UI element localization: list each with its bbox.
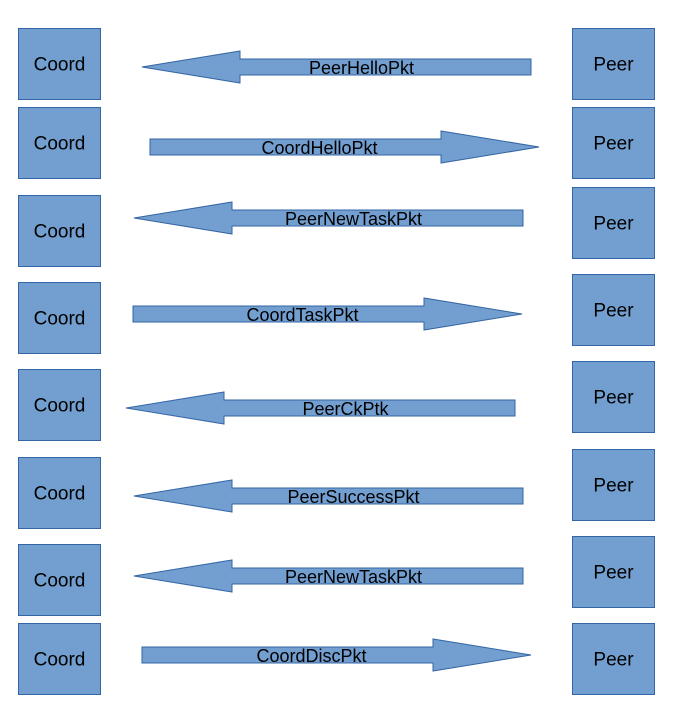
coord-node-5-box [18, 369, 101, 441]
message-label: CoordHelloPkt [261, 138, 377, 158]
message-arrow-6: PeerSuccessPkt [133, 479, 524, 513]
coord-node-1-box [18, 28, 101, 100]
coord-node-7-label: Coord [34, 571, 86, 592]
message-label: PeerSuccessPkt [287, 487, 419, 507]
message-arrow-2: CoordHelloPkt [149, 130, 540, 164]
peer-node-7-label: Peer [593, 563, 634, 584]
message-label: CoordDiscPkt [256, 646, 366, 666]
coord-node-6: Coord [18, 457, 101, 529]
message-arrow-5: PeerCkPtk [125, 391, 516, 425]
coord-node-4: Coord [18, 282, 101, 354]
coord-node-7: Coord [18, 544, 101, 616]
peer-node-3-box [572, 187, 655, 259]
message-arrow-8: CoordDiscPkt [141, 638, 532, 672]
coord-node-3-label: Coord [34, 222, 86, 243]
coord-node-5: Coord [18, 369, 101, 441]
peer-node-4-label: Peer [593, 301, 634, 322]
peer-node-7-box [572, 536, 655, 608]
coord-node-2-label: Coord [34, 134, 86, 155]
message-arrow-1: PeerHelloPkt [141, 50, 532, 84]
coord-node-6-box [18, 457, 101, 529]
peer-node-1: Peer [572, 28, 655, 100]
arrow-left-icon [125, 391, 516, 425]
coord-node-1: Coord [18, 28, 101, 100]
message-label: PeerNewTaskPkt [285, 209, 422, 229]
coord-node-2-box [18, 107, 101, 179]
coord-node-8: Coord [18, 623, 101, 695]
peer-node-6: Peer [572, 449, 655, 521]
coord-node-8-label: Coord [34, 650, 86, 671]
peer-node-1-label: Peer [593, 55, 634, 76]
coord-node-4-label: Coord [34, 309, 86, 330]
message-arrow-7: PeerNewTaskPkt [133, 559, 524, 593]
coord-node-3-box [18, 195, 101, 267]
message-arrow-3: PeerNewTaskPkt [133, 201, 524, 235]
peer-node-2-label: Peer [593, 134, 634, 155]
peer-node-3-label: Peer [593, 214, 634, 235]
peer-node-7: Peer [572, 536, 655, 608]
peer-node-2: Peer [572, 107, 655, 179]
peer-node-6-box [572, 449, 655, 521]
coord-node-3: Coord [18, 195, 101, 267]
arrow-right-icon [149, 130, 540, 164]
coord-node-4-box [18, 282, 101, 354]
peer-node-5: Peer [572, 361, 655, 433]
peer-node-5-label: Peer [593, 388, 634, 409]
message-label: PeerNewTaskPkt [285, 567, 422, 587]
message-label: PeerCkPtk [302, 399, 389, 419]
peer-node-5-box [572, 361, 655, 433]
arrow-right-icon [141, 638, 532, 672]
coord-node-2: Coord [18, 107, 101, 179]
message-arrow-4: CoordTaskPkt [132, 297, 523, 331]
peer-node-4-box [572, 274, 655, 346]
peer-node-4: Peer [572, 274, 655, 346]
arrow-left-icon [141, 50, 532, 84]
message-label: PeerHelloPkt [309, 58, 414, 78]
peer-node-8-box [572, 623, 655, 695]
peer-node-6-label: Peer [593, 476, 634, 497]
peer-node-1-box [572, 28, 655, 100]
arrow-left-icon [133, 479, 524, 513]
coord-node-6-label: Coord [34, 484, 86, 505]
coord-node-7-box [18, 544, 101, 616]
arrow-left-icon [133, 559, 524, 593]
coord-node-1-label: Coord [34, 55, 86, 76]
peer-node-3: Peer [572, 187, 655, 259]
peer-node-8: Peer [572, 623, 655, 695]
arrow-left-icon [133, 201, 524, 235]
coord-node-5-label: Coord [34, 396, 86, 417]
message-label: CoordTaskPkt [246, 305, 358, 325]
peer-node-2-box [572, 107, 655, 179]
peer-node-8-label: Peer [593, 650, 634, 671]
coord-node-8-box [18, 623, 101, 695]
arrow-right-icon [132, 297, 523, 331]
